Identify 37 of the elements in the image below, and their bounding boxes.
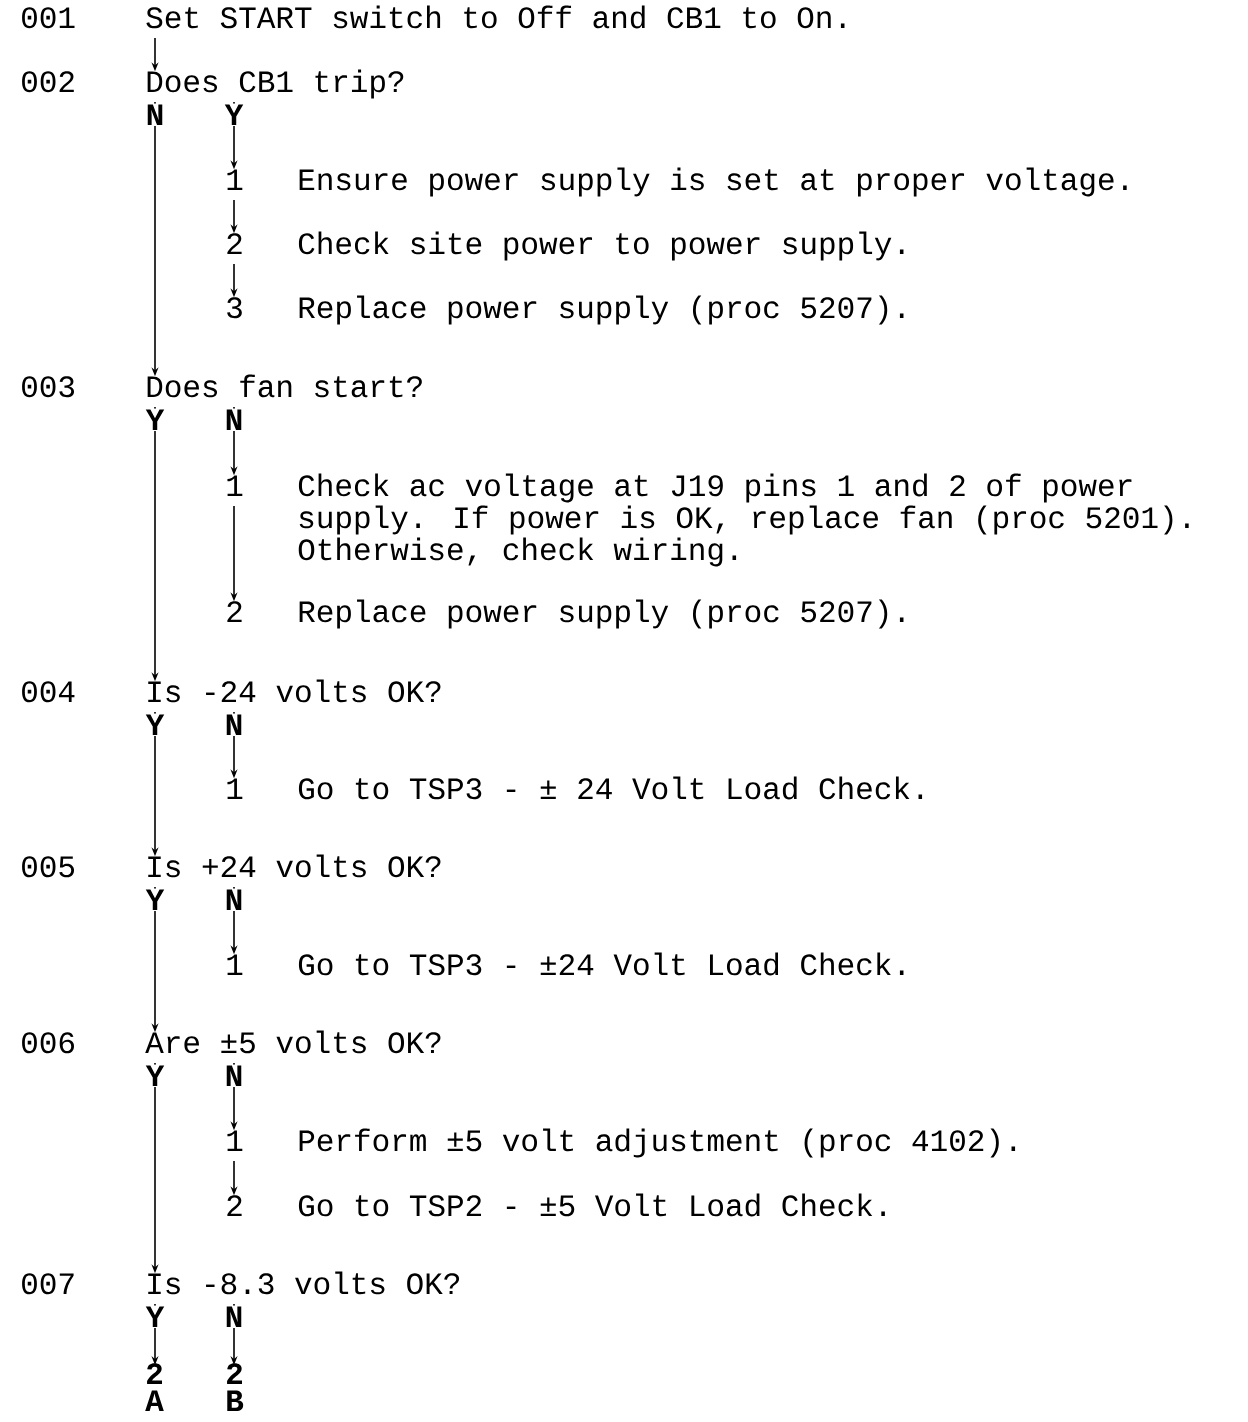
action-step: 3 Replace power supply (proc 5207).	[227, 295, 904, 325]
action-step: 2 Go to TSP2 - ±5 Volt Load Check.	[227, 1193, 885, 1217]
edge-label: N	[223, 888, 245, 911]
off-page-connector: 2 A	[145, 1363, 164, 1411]
step-number: 005	[22, 856, 75, 878]
action-step: 2 Check site power to power supply.	[227, 231, 904, 261]
step-number: 001	[22, 7, 75, 29]
question-text: Is -8.3 volts OK?	[148, 1271, 460, 1295]
edge-label: N	[223, 713, 245, 736]
edge-label: Y	[144, 1064, 166, 1087]
step-number: 007	[22, 1273, 74, 1295]
step-number: 006	[22, 1032, 74, 1054]
question-text: Does CB1 trip?	[147, 69, 404, 99]
off-page-connector: 2 B	[227, 1363, 244, 1411]
action-step: 1 Go to TSP3 - ± 24 Volt Load Check.	[227, 776, 923, 800]
edge-label: Y	[223, 103, 245, 126]
step-number: 003	[22, 376, 75, 398]
question-text: Is -24 volts OK?	[148, 679, 441, 703]
action-step: 2 Replace power supply (proc 5207).	[227, 599, 904, 629]
question-text: Set START switch to Off and CB1 to On.	[146, 5, 845, 29]
action-step: 1 Go to TSP3 - ±24 Volt Load Check.	[227, 952, 904, 976]
question-text: Does fan start?	[147, 374, 422, 398]
edge-label: Y	[144, 888, 166, 911]
action-step: 1 Ensure power supply is set at proper voltage.	[227, 167, 1127, 197]
question-text: Are ±5 volts OK?	[145, 1030, 441, 1054]
edge-label: N	[144, 103, 166, 126]
edge-label: N	[223, 408, 245, 431]
edge-label: N	[223, 1064, 245, 1087]
edge-label: Y	[144, 713, 166, 736]
action-step: 1 Check ac voltage at J19 pins 1 and 2 of power supply. If power is OK, replace fan (proc 5201). Otherwise, check wiring.	[227, 473, 1189, 567]
step-number: 004	[22, 681, 75, 703]
step-number: 002	[22, 71, 74, 93]
action-step: 1 Perform ±5 volt adjustment (proc 4102).	[227, 1128, 1016, 1158]
edge-label: Y	[144, 408, 166, 431]
edge-label: N	[223, 1305, 245, 1328]
question-text: Is +24 volts OK?	[148, 854, 441, 878]
edge-label: Y	[144, 1305, 166, 1328]
